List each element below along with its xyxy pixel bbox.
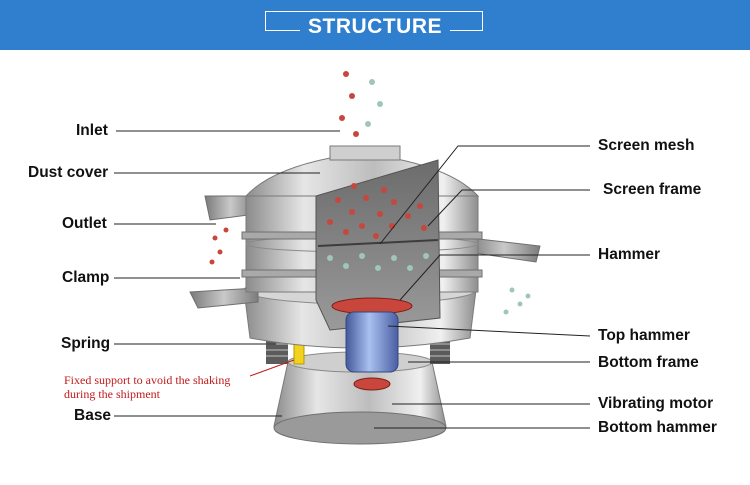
label-spring: Spring bbox=[61, 335, 111, 352]
page-title: STRUCTURE bbox=[300, 12, 450, 42]
label-screen-mesh: Screen mesh bbox=[598, 137, 695, 154]
note-leader bbox=[249, 359, 295, 377]
label-inlet: Inlet bbox=[76, 122, 108, 139]
screen-mesh-line bbox=[317, 239, 439, 247]
outlet-spout-lower bbox=[189, 287, 259, 309]
label-clamp: Clamp bbox=[62, 269, 110, 286]
particles-green bbox=[327, 79, 531, 315]
label-top-hammer: Top hammer bbox=[598, 327, 690, 344]
note-line-2: during the shipment bbox=[64, 387, 160, 401]
bottom-hammer bbox=[353, 377, 391, 391]
inlet-ring bbox=[329, 145, 401, 161]
label-bottom-hammer: Bottom hammer bbox=[598, 419, 717, 436]
label-vibrating-motor: Vibrating motor bbox=[598, 395, 714, 412]
label-bottom-frame: Bottom frame bbox=[598, 354, 699, 371]
label-screen-frame: Screen frame bbox=[603, 181, 702, 198]
outlet-spout-right bbox=[467, 237, 541, 263]
label-base: Base bbox=[74, 407, 112, 424]
vibrating-motor bbox=[345, 311, 399, 373]
label-outlet: Outlet bbox=[62, 215, 107, 232]
label-hammer: Hammer bbox=[598, 246, 661, 263]
leader-lines bbox=[114, 130, 591, 429]
note-line-1: Fixed support to avoid the shaking bbox=[64, 373, 231, 387]
particles-red bbox=[209, 71, 427, 265]
label-dust-cover: Dust cover bbox=[28, 164, 109, 181]
